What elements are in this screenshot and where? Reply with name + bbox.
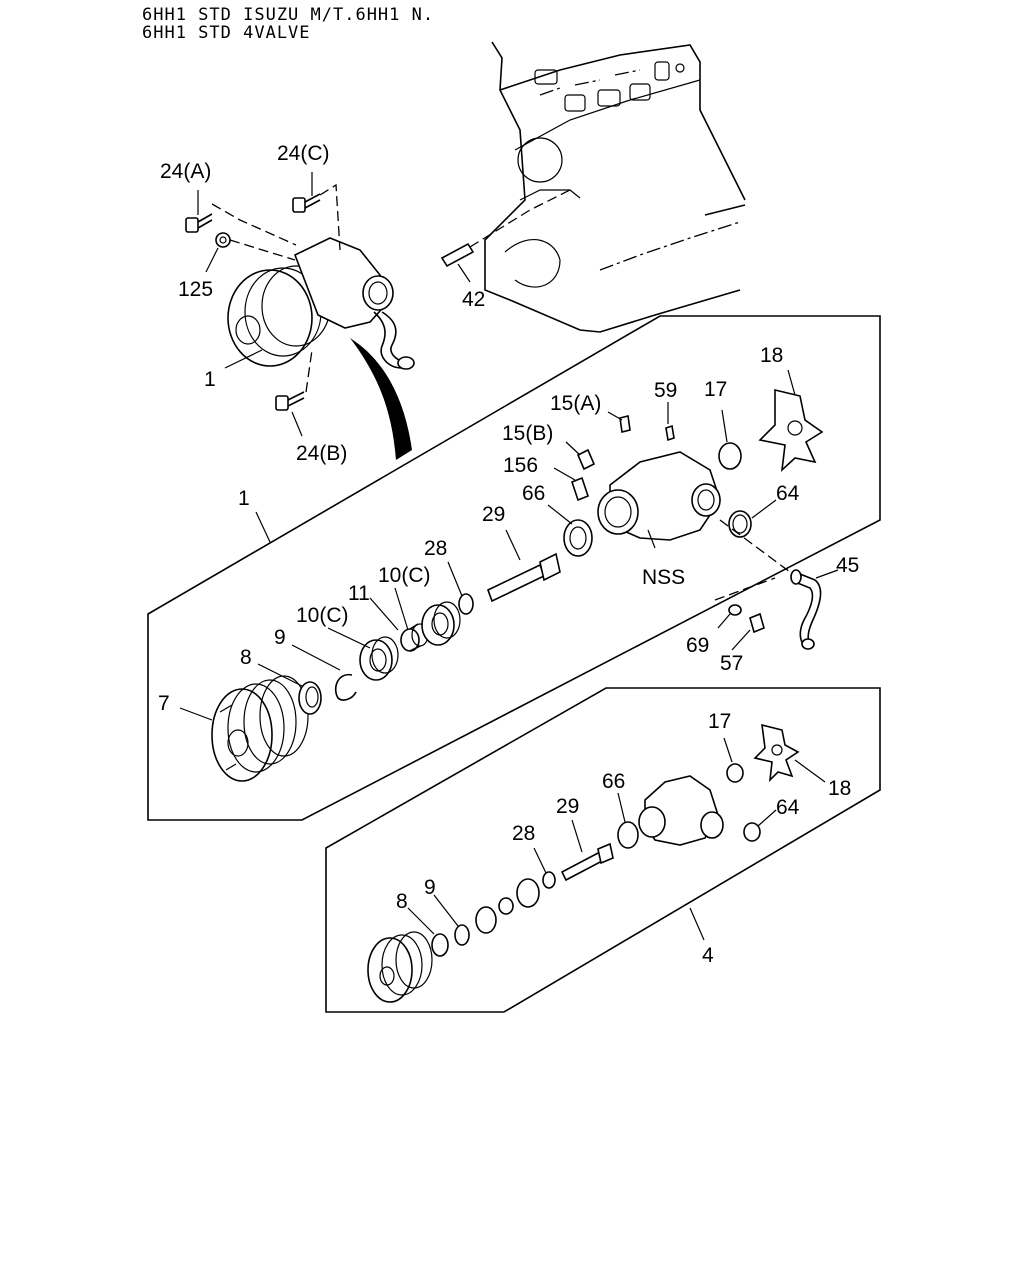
nut-125 bbox=[215, 232, 231, 248]
label-8-top: 8 bbox=[240, 646, 252, 669]
bolt-24a-top bbox=[185, 213, 213, 233]
label-45: 45 bbox=[836, 554, 859, 577]
detail-box-4 bbox=[325, 687, 881, 1013]
leader-lines bbox=[179, 172, 839, 941]
label-17-bottom: 17 bbox=[708, 710, 731, 733]
bearing-bottom-b bbox=[516, 878, 540, 908]
label-9-bottom: 9 bbox=[424, 876, 436, 899]
label-1-box: 1 bbox=[238, 487, 250, 510]
detail-box-1 bbox=[147, 315, 881, 821]
pipe-45 bbox=[790, 569, 822, 650]
label-7: 7 bbox=[158, 692, 170, 715]
plug-15b bbox=[576, 448, 596, 471]
label-11: 11 bbox=[348, 582, 370, 605]
bearing-bottom-a bbox=[475, 906, 497, 934]
bearing-10c-lower bbox=[359, 636, 399, 681]
washer-28-bottom bbox=[542, 871, 556, 889]
label-64-bottom: 64 bbox=[776, 796, 800, 819]
label-17-top: 17 bbox=[704, 378, 727, 401]
callout-labels: 24(A) 24(C) 125 42 1 24(B) 1 18 17 59 15… bbox=[158, 142, 859, 967]
engine-block-outline bbox=[484, 41, 746, 333]
plug-57 bbox=[749, 612, 765, 634]
impeller-18-top bbox=[758, 388, 824, 473]
bolt-24c-top bbox=[292, 193, 321, 213]
washer-69 bbox=[728, 604, 742, 616]
label-125: 125 bbox=[178, 278, 213, 301]
stud-42 bbox=[440, 242, 475, 268]
label-156: 156 bbox=[503, 454, 538, 477]
label-10c-a: 10(C) bbox=[378, 564, 431, 587]
pulley-bottom bbox=[367, 931, 433, 1003]
label-29-top: 29 bbox=[482, 503, 505, 526]
water-pump-assembly bbox=[227, 237, 415, 370]
label-24c-top: 24(C) bbox=[277, 142, 330, 165]
impeller-18-bottom bbox=[753, 723, 800, 783]
label-nss: NSS bbox=[642, 566, 685, 589]
pulley-7 bbox=[211, 675, 309, 782]
seal-8-bottom bbox=[431, 933, 449, 957]
label-29-bottom: 29 bbox=[556, 795, 579, 818]
label-10c-b: 10(C) bbox=[296, 604, 349, 627]
seal-66-bottom bbox=[617, 821, 639, 849]
label-24a-top: 24(A) bbox=[160, 160, 211, 183]
label-24b: 24(B) bbox=[296, 442, 347, 465]
label-1-assy: 1 bbox=[204, 368, 216, 391]
shaft-29-top bbox=[487, 552, 561, 603]
shaft-29-bottom bbox=[560, 850, 606, 882]
o-ring-64-bottom bbox=[743, 822, 761, 842]
label-66-top: 66 bbox=[522, 482, 545, 505]
label-15b: 15(B) bbox=[502, 422, 553, 445]
label-15a: 15(A) bbox=[550, 392, 601, 415]
bushing-17-top bbox=[718, 442, 742, 470]
snap-ring-9-top bbox=[334, 673, 357, 701]
spacer-bottom bbox=[498, 897, 514, 915]
bolt-24b bbox=[275, 391, 305, 411]
bearing-10c-upper bbox=[421, 601, 461, 646]
sleeve-156 bbox=[571, 476, 589, 502]
label-9-top: 9 bbox=[274, 626, 286, 649]
label-69: 69 bbox=[686, 634, 709, 657]
label-4: 4 bbox=[702, 944, 714, 967]
label-57: 57 bbox=[720, 652, 743, 675]
label-28-top: 28 bbox=[424, 537, 447, 560]
pump-housing-nss bbox=[597, 451, 721, 541]
label-18-bottom: 18 bbox=[828, 777, 851, 800]
header-line-1: 6HH1 STD ISUZU M/T.6HH1 N. bbox=[142, 5, 435, 25]
bushing-17-bottom bbox=[726, 763, 744, 783]
label-66-bottom: 66 bbox=[602, 770, 625, 793]
explode-arrow bbox=[350, 338, 412, 460]
pin-59 bbox=[665, 424, 675, 442]
washer-28-top bbox=[458, 593, 474, 615]
snap-ring-9-bottom bbox=[454, 924, 470, 946]
seal-66-top bbox=[563, 519, 593, 557]
label-8-bottom: 8 bbox=[396, 890, 408, 913]
label-59: 59 bbox=[654, 379, 677, 402]
label-42: 42 bbox=[462, 288, 485, 311]
label-64-top: 64 bbox=[776, 482, 800, 505]
plug-15a bbox=[619, 415, 631, 433]
header-line-2: 6HH1 STD 4VALVE bbox=[142, 23, 311, 43]
pump-housing-bottom bbox=[638, 775, 724, 846]
label-18-top: 18 bbox=[760, 344, 783, 367]
label-28-bottom: 28 bbox=[512, 822, 535, 845]
